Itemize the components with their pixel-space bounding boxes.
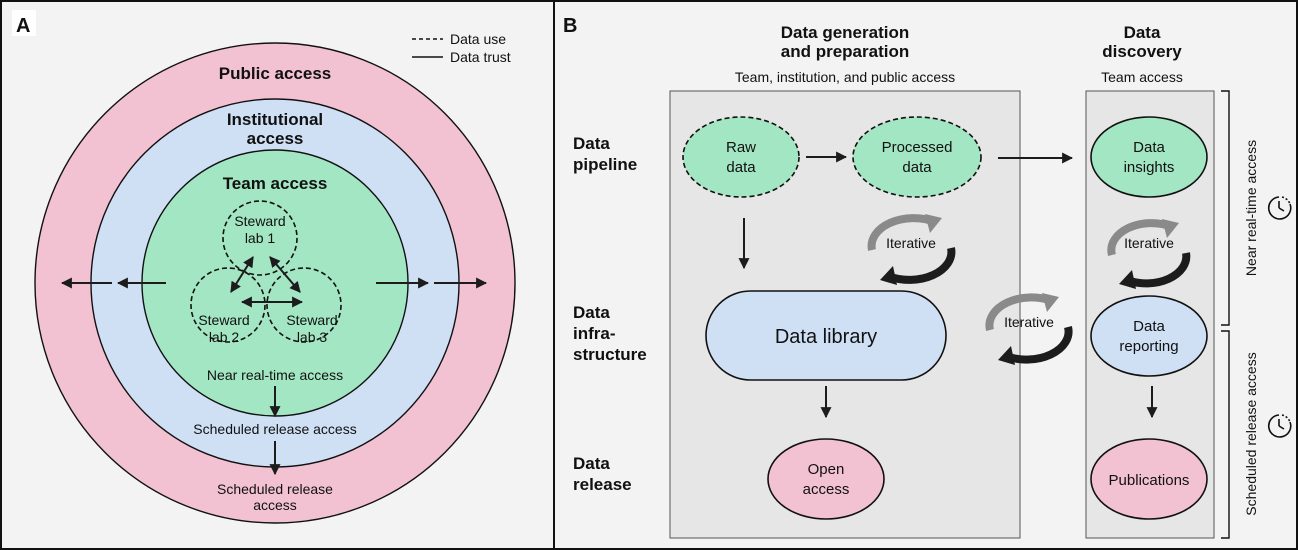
near-realtime-side-label: Near real-time access (1243, 140, 1259, 276)
data-reporting-node (1090, 295, 1208, 377)
steward-lab-2-label-1: Steward (198, 312, 249, 328)
row-infrastructure-label-3: structure (573, 345, 647, 364)
panel-b-letter: B (563, 15, 577, 37)
raw-data-label-2: data (726, 159, 756, 176)
open-access-label-1: Open (808, 461, 845, 478)
iterative-gen-grey-head (925, 214, 942, 233)
iterative-cycle-discovery: Iterative (1107, 219, 1191, 289)
scheduled-release-mid-label: Scheduled release access (193, 421, 356, 437)
iterative-gen-dark-arc (886, 247, 956, 284)
near-realtime-bracket (1221, 90, 1230, 326)
open-access-node (767, 438, 885, 520)
scheduled-release-bracket (1221, 330, 1230, 539)
processed-data-node (852, 116, 982, 198)
col-generation-title-2: and preparation (781, 42, 909, 61)
data-library-label: Data library (775, 326, 877, 348)
col-generation-title-1: Data generation (781, 23, 909, 42)
institutional-access-label-2: access (247, 129, 304, 148)
iterative-mid-dark-arc (1004, 326, 1073, 364)
data-reporting-label-2: reporting (1119, 338, 1178, 355)
col-generation-subtitle: Team, institution, and public access (735, 69, 955, 85)
scheduled-release-bottom-label-2: access (253, 497, 297, 513)
trust-arrow-lab1-lab3 (269, 256, 301, 293)
publications-label: Publications (1109, 472, 1190, 489)
panel-b: B Data generation and preparation Team, … (553, 0, 1298, 550)
processed-data-label-2: data (902, 159, 932, 176)
row-pipeline-label-2: pipeline (573, 155, 637, 174)
iterative-label-discovery: Iterative (1124, 235, 1174, 251)
legend-data-trust: Data trust (450, 49, 511, 65)
steward-lab-1-label-2: lab 1 (245, 230, 276, 246)
iterative-gen-grey-arc (867, 214, 937, 251)
steward-lab-1-circle (222, 200, 298, 276)
data-insights-node (1090, 116, 1208, 198)
clock-icon (1267, 196, 1292, 220)
data-library-node (705, 290, 947, 381)
raw-data-node (682, 116, 800, 198)
trust-arrow-lab1-lab2 (230, 256, 254, 293)
steward-lab-3-label-2: lab 3 (297, 329, 328, 345)
panel-a-letter-box (12, 10, 36, 36)
iterative-disc-dark-head (1119, 270, 1136, 289)
publications-node (1090, 438, 1208, 520)
row-infrastructure-label-2: infra- (573, 324, 616, 343)
col-discovery-title-2: discovery (1102, 42, 1182, 61)
clock-icon (1267, 414, 1292, 438)
scheduled-release-bottom-label-1: Scheduled release (217, 481, 333, 497)
iterative-disc-grey-head (1162, 219, 1179, 238)
col-discovery-title-1: Data (1124, 23, 1161, 42)
steward-lab-3-label-1: Steward (286, 312, 337, 328)
institutional-access-label-1: Institutional (227, 110, 323, 129)
iterative-cycle-generation: Iterative (867, 214, 956, 285)
iterative-label-between: Iterative (1004, 314, 1054, 330)
iterative-mid-grey-head (1042, 293, 1059, 312)
data-reporting-label-1: Data (1133, 318, 1165, 335)
iterative-mid-grey-arc (985, 293, 1054, 331)
data-insights-label-1: Data (1133, 139, 1165, 156)
scheduled-release-side-label: Scheduled release access (1243, 352, 1259, 515)
steward-lab-1-label-1: Steward (234, 213, 285, 229)
iterative-label-generation: Iterative (886, 235, 936, 251)
open-access-label-2: access (803, 481, 850, 498)
raw-data-label-1: Raw (726, 139, 756, 156)
legend-data-use: Data use (450, 31, 506, 47)
team-access-label: Team access (223, 174, 328, 193)
near-realtime-access-label: Near real-time access (207, 367, 343, 383)
steward-lab-2-label-2: lab 2 (209, 329, 240, 345)
data-insights-label-2: insights (1124, 159, 1175, 176)
processed-data-label-1: Processed (882, 139, 953, 156)
public-access-label: Public access (219, 64, 331, 83)
iterative-gen-dark-head (880, 266, 897, 285)
row-infrastructure-label-1: Data (573, 303, 610, 322)
legend: Data use Data trust (412, 31, 511, 65)
row-pipeline-label-1: Data (573, 134, 610, 153)
panel-a-letter: A (16, 15, 30, 37)
iterative-cycle-between: Iterative (985, 293, 1073, 365)
iterative-disc-grey-arc (1107, 219, 1174, 257)
col-discovery-subtitle: Team access (1101, 69, 1183, 85)
iterative-disc-dark-arc (1125, 252, 1191, 288)
row-release-label-2: release (573, 475, 632, 494)
iterative-mid-dark-head (998, 346, 1015, 365)
panel-a: A Data use Data trust Public access Inst… (0, 0, 555, 550)
row-release-label-1: Data (573, 454, 610, 473)
